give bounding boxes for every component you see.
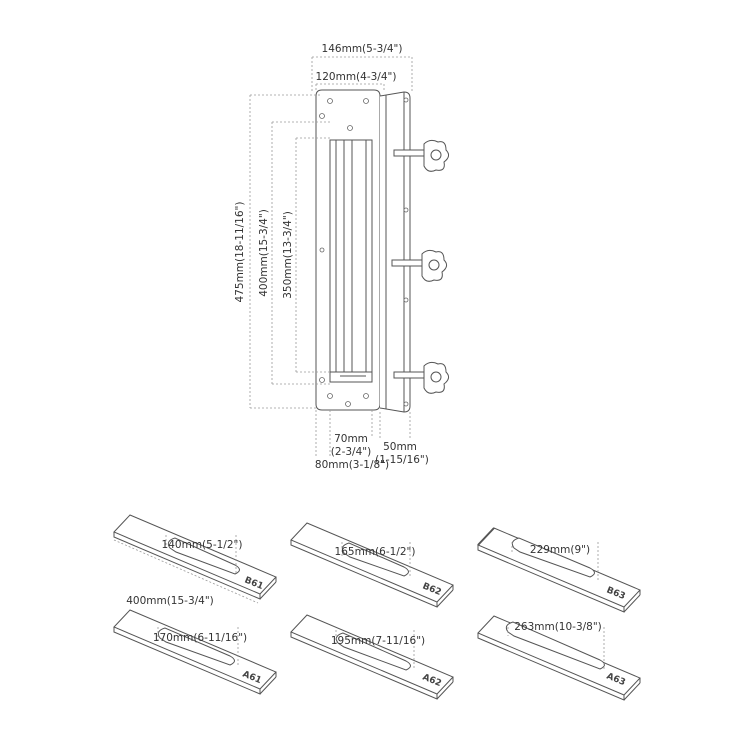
template-b63-slot-label: 229mm(9") [530,544,590,556]
template-a63: 263mm(10-3/8") A63 [477,615,641,701]
template-b62: 165mm(6-1/2") B62 [290,522,454,608]
inner-width-label: 120mm(4-3/4") [316,71,397,83]
template-a62: 195mm(7-11/16") A62 [290,614,454,700]
clamp-knob-middle [391,249,448,282]
template-b62-slot-label: 165mm(6-1/2") [335,546,416,558]
screw-holes [319,97,409,407]
template-b61-slot-label: 140mm(5-1/2") [162,539,243,551]
template-b61: 140mm(5-1/2") 400mm(15-3/4") B61 [113,514,277,607]
width-80-label: 80mm(3-1/8") [315,459,389,471]
template-a61-slot-label: 170mm(6-11/16") [153,632,247,644]
depth-50-in-label: (1-15/16") [375,454,429,466]
clamp-knob-top [393,139,450,172]
overall-width-label: 146mm(5-3/4") [322,43,403,55]
height-400-label: 400mm(15-3/4") [258,209,270,297]
slot-70-in-label: (2-3/4") [331,446,371,458]
jig-body [315,89,411,413]
template-a63-slot-label: 263mm(10-3/8") [514,621,602,633]
template-a62-slot-label: 195mm(7-11/16") [331,635,425,647]
template-b63: 229mm(9") B63 [477,527,641,613]
height-350-label: 350mm(13-3/4") [282,211,294,299]
slot-70-mm-label: 70mm [334,433,368,445]
overall-height-label: 475mm(18-11/16") [234,202,246,303]
template-a61: 170mm(6-11/16") A61 [113,609,277,695]
template-b61-plate-label: 400mm(15-3/4") [126,595,214,607]
dimension-lines [249,56,413,458]
depth-50-mm-label: 50mm [383,441,417,453]
clamp-knob-bottom [393,361,450,394]
